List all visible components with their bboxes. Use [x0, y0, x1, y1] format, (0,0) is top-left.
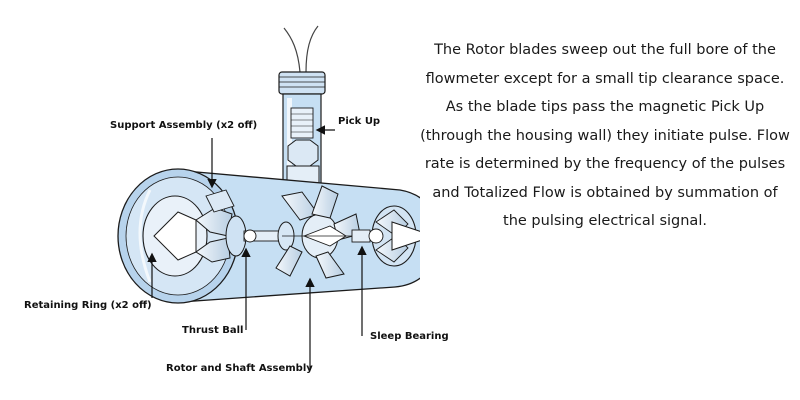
- pickup-housing: [278, 71, 326, 195]
- support-assembly-label: Support Assembly (x2 off): [110, 120, 258, 131]
- rotor: [275, 185, 361, 279]
- rotor-shaft-assembly-label: Rotor and Shaft Assembly: [166, 363, 313, 374]
- description-paragraph: The Rotor blades sweep out the full bore…: [420, 42, 790, 229]
- sleep-bearing-label: Sleep Bearing: [370, 331, 449, 342]
- turbine-flowmeter-diagram: [117, 25, 420, 370]
- support-assembly-front: [142, 189, 247, 277]
- retaining-ring-label: Retaining Ring (x2 off): [24, 300, 152, 311]
- pick-up-label: Pick Up: [338, 116, 381, 127]
- support-assembly-rear: [368, 205, 420, 267]
- signal-wires: [283, 25, 319, 73]
- leader-lines: [147, 125, 367, 370]
- thrust-ball-label: Thrust Ball: [182, 325, 244, 336]
- sleep-bearing: [351, 229, 371, 243]
